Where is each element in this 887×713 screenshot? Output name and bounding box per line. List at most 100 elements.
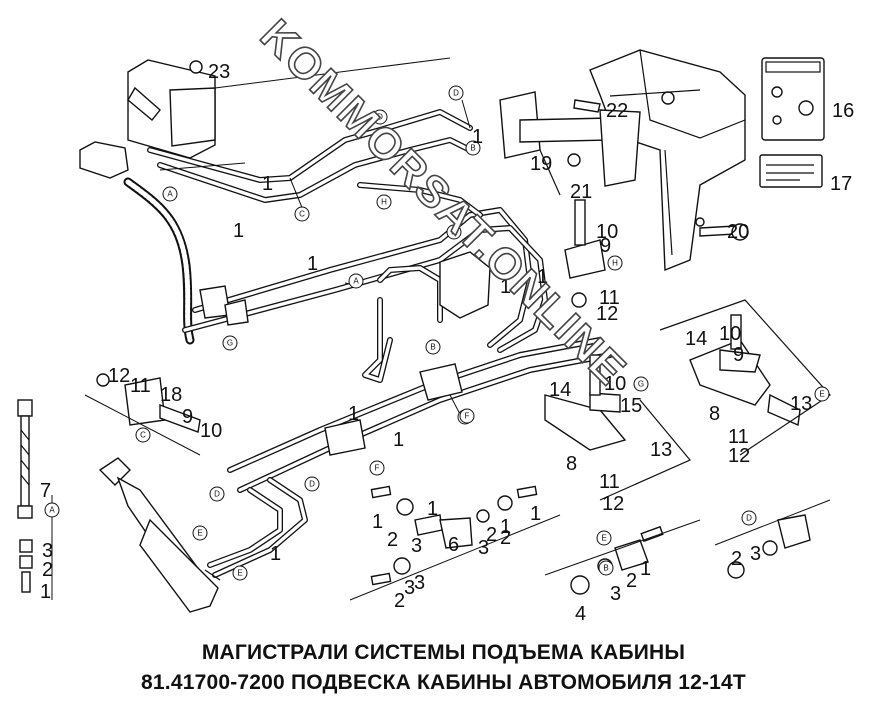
connection-tag: D: [372, 109, 388, 125]
callout-number: 1: [270, 543, 281, 565]
svg-text:D: D: [453, 89, 459, 98]
connection-tag: G: [633, 376, 649, 392]
svg-text:B: B: [603, 564, 608, 573]
callout-number: 17: [830, 173, 852, 195]
connection-tag: H: [446, 224, 462, 240]
svg-text:D: D: [214, 490, 220, 499]
hose-assembly-7: [17, 399, 53, 600]
callout-number: 19: [530, 153, 552, 175]
svg-text:B: B: [430, 343, 435, 352]
callout-number: 22: [606, 100, 628, 122]
pump-unit: [127, 57, 451, 159]
callout-number: 1: [472, 126, 483, 148]
cab-lift-reservoir: [79, 141, 129, 179]
callout-number: 12: [108, 365, 130, 387]
pipe-bundle-lower: [207, 337, 613, 578]
callout-number: 2: [394, 590, 405, 612]
connection-tag: A: [348, 273, 364, 289]
callout-number: 18: [160, 384, 182, 406]
bracket-mid: [564, 199, 606, 308]
connection-tag: B: [598, 560, 614, 576]
connection-tag: B: [425, 339, 441, 355]
mount-tube-bracket: [499, 89, 701, 196]
callout-number: 1: [537, 266, 548, 288]
bolt-20: [699, 223, 749, 241]
connection-tag: F: [369, 460, 385, 476]
svg-text:H: H: [381, 198, 387, 207]
connection-tag: C: [294, 206, 310, 222]
callout-number: 1: [262, 173, 273, 195]
callout-number: 8: [566, 453, 577, 475]
callout-number: 13: [650, 439, 672, 461]
svg-text:C: C: [299, 210, 305, 219]
diagram-title-line-1: МАГИСТРАЛИ СИСТЕМЫ ПОДЪЕМА КАБИНЫ: [201, 641, 686, 664]
fittings-row-3: [714, 499, 831, 579]
connection-tag: C: [135, 427, 151, 443]
callout-number: 9: [733, 344, 744, 366]
connection-tag: A: [162, 186, 178, 202]
callout-number: 21: [570, 181, 592, 203]
connection-tag: F: [459, 408, 475, 424]
callout-number: 7: [40, 480, 51, 502]
callout-number: 3: [750, 543, 761, 565]
callout-number: 12: [602, 493, 624, 515]
callout-number: 1: [348, 403, 359, 425]
fittings-row-1: [349, 485, 561, 601]
svg-text:A: A: [49, 506, 55, 515]
callout-number: 4: [575, 603, 586, 625]
callout-number: 15: [620, 395, 642, 417]
svg-text:G: G: [638, 380, 644, 389]
callout-number: 11: [599, 471, 620, 493]
callout-number: 3: [42, 540, 53, 562]
svg-text:E: E: [237, 569, 242, 578]
svg-text:E: E: [601, 534, 606, 543]
callout-number: 11: [130, 375, 151, 397]
callout-number: 3: [610, 583, 621, 605]
svg-text:A: A: [353, 277, 359, 286]
svg-text:D: D: [746, 514, 752, 523]
connection-tag: H: [607, 255, 623, 271]
svg-text:D: D: [377, 113, 383, 122]
callout-number: 9: [182, 406, 193, 428]
callout-number: 1: [393, 429, 404, 451]
diagram-title-line-2: 81.41700-7200 ПОДВЕСКА КАБИНЫ АВТОМОБИЛЯ…: [141, 671, 746, 694]
callout-number: 20: [727, 221, 749, 243]
svg-text:G: G: [227, 339, 233, 348]
connection-tag: A: [44, 502, 60, 518]
svg-text:E: E: [819, 390, 824, 399]
callout-number: 10: [200, 420, 222, 442]
svg-text:A: A: [167, 190, 173, 199]
callout-number: 2: [387, 529, 398, 551]
callout-number: 10: [604, 373, 626, 395]
warning-decal-17: [759, 154, 823, 188]
callout-number: 10: [596, 221, 618, 243]
letter-tags: DDBCAHHAGBCFFDDEEAHEBDGEF: [44, 85, 830, 581]
callout-number: 12: [596, 303, 618, 325]
callout-number: 10: [719, 323, 741, 345]
callout-number: 2: [42, 559, 53, 581]
callout-number: 1: [427, 498, 438, 520]
callout-number: 1: [307, 253, 318, 275]
callout-number: 2: [486, 524, 497, 546]
lift-cylinder: [98, 457, 221, 613]
callout-number: 13: [790, 393, 812, 415]
callout-number: 9: [600, 235, 611, 257]
callout-number: 16: [832, 100, 854, 122]
connection-tag: D: [448, 85, 464, 101]
bracket-center: [544, 354, 691, 501]
connection-tag: D: [304, 476, 320, 492]
callout-number: 11: [728, 426, 749, 448]
svg-text:H: H: [451, 228, 457, 237]
callout-number: 3: [411, 535, 422, 557]
svg-text:E: E: [197, 529, 202, 538]
control-valve: [199, 251, 491, 326]
callout-number: 11: [599, 287, 620, 309]
callout-number: 12: [728, 445, 750, 467]
svg-text:D: D: [309, 480, 315, 489]
bracket-right: [659, 299, 831, 456]
connection-tag: D: [209, 486, 225, 502]
callout-number: 1: [500, 276, 511, 298]
connection-tag: H: [376, 194, 392, 210]
